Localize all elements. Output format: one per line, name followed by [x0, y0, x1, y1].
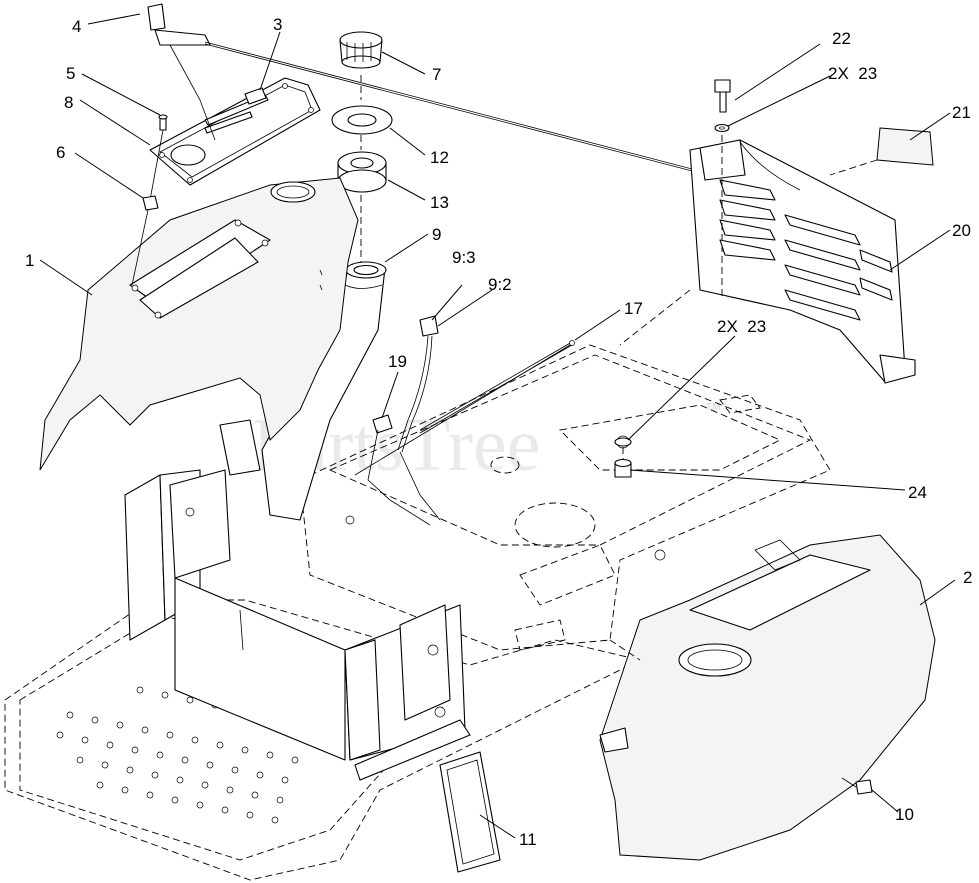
- callout-9: 9: [432, 225, 441, 244]
- callout-13: 13: [430, 193, 449, 212]
- callout-2: 2: [963, 568, 972, 587]
- alignment-lines: [360, 75, 878, 661]
- callout-23-frame: 2X 23: [717, 317, 766, 336]
- grommet: [337, 151, 387, 193]
- callout-21: 21: [952, 103, 971, 122]
- callout-17: 17: [624, 299, 643, 318]
- left-fender: [39, 177, 359, 471]
- rear-bracket: [124, 419, 471, 781]
- gasket-ring: [331, 105, 393, 135]
- callout-24: 24: [908, 483, 927, 502]
- watermark-trademark: TM: [706, 402, 720, 413]
- access-panel: [439, 751, 501, 873]
- callout-6: 6: [56, 143, 65, 162]
- callout-10: 10: [895, 805, 914, 824]
- shield-washer: [714, 123, 730, 133]
- gas-cap: [339, 31, 383, 69]
- callout-labels: 1 2 3 4 5 6 7 8 9 9:3 9:2 10 11 12 13 17…: [25, 15, 972, 849]
- callout-9-3: 9:3: [452, 248, 476, 267]
- clip: [131, 195, 159, 286]
- leader-lines: [39, 13, 956, 839]
- decal: [876, 127, 934, 166]
- callout-12: 12: [430, 148, 449, 167]
- callout-11: 11: [519, 830, 537, 849]
- dash-panel: [149, 77, 321, 186]
- callout-1: 1: [25, 251, 34, 270]
- callout-22: 22: [832, 29, 851, 48]
- callout-23-top: 2X 23: [828, 64, 877, 83]
- main-frame: [299, 344, 831, 651]
- frame-washer: [614, 437, 632, 447]
- callout-4: 4: [72, 17, 81, 36]
- callout-5: 5: [66, 64, 75, 83]
- callout-8: 8: [64, 93, 73, 112]
- shield-bolt: [714, 79, 731, 113]
- callout-7: 7: [432, 65, 441, 84]
- callout-19: 19: [388, 352, 407, 371]
- screw: [149, 114, 168, 201]
- fender-screw: [841, 777, 873, 795]
- callout-3: 3: [273, 15, 282, 34]
- callout-20: 20: [952, 221, 971, 240]
- right-fender: [599, 534, 936, 861]
- frame-nut: [614, 458, 632, 478]
- rear-shield: [689, 139, 916, 384]
- callout-9-2: 9:2: [488, 275, 512, 294]
- rod: [419, 340, 575, 434]
